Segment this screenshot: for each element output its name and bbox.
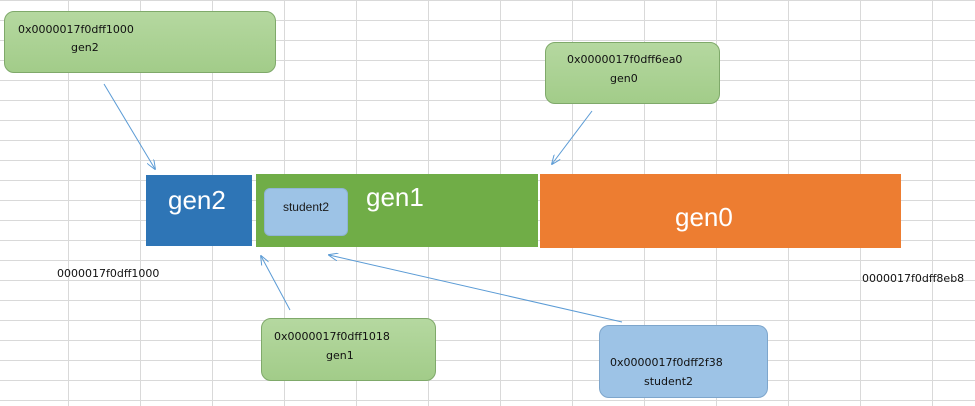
gen1-segment-label: gen1 <box>366 182 424 212</box>
gen0-segment-label: gen0 <box>675 202 733 232</box>
heap-start-address-label: 0000017f0dff1000 <box>57 267 160 280</box>
student2-callout-name: student2 <box>644 375 694 388</box>
gen1-callout: 0x0000017f0dff1018 gen1 <box>261 318 436 381</box>
gen0-callout-name: gen0 <box>610 72 638 85</box>
gen2-segment-label: gen2 <box>168 185 226 215</box>
gen0-callout-address: 0x0000017f0dff6ea0 <box>567 53 683 66</box>
gen2-callout-arrow <box>103 83 155 169</box>
gen0-callout: 0x0000017f0dff6ea0 gen0 <box>545 42 720 104</box>
gen0-segment: gen0 <box>540 174 901 248</box>
gen1-callout-arrow <box>261 256 291 311</box>
gen2-callout-address: 0x0000017f0dff1000 <box>18 23 134 36</box>
gen1-callout-address: 0x0000017f0dff1018 <box>274 330 390 343</box>
gen2-callout: 0x0000017f0dff1000 gen2 <box>4 11 276 73</box>
gen2-segment: gen2 <box>146 175 252 246</box>
heap-end-address-label: 0000017f0dff8eb8 <box>862 272 965 285</box>
gen0-callout-arrow <box>552 110 593 164</box>
gen1-callout-name: gen1 <box>326 349 354 362</box>
gen2-callout-name: gen2 <box>71 41 99 54</box>
student2-object-box: student2 <box>264 188 348 236</box>
student2-callout: 0x0000017f0dff2f38 student2 <box>599 325 768 398</box>
gen1-segment: student2 gen1 <box>256 174 538 247</box>
student2-callout-address: 0x0000017f0dff2f38 <box>610 356 723 369</box>
student2-callout-arrow <box>329 255 623 323</box>
